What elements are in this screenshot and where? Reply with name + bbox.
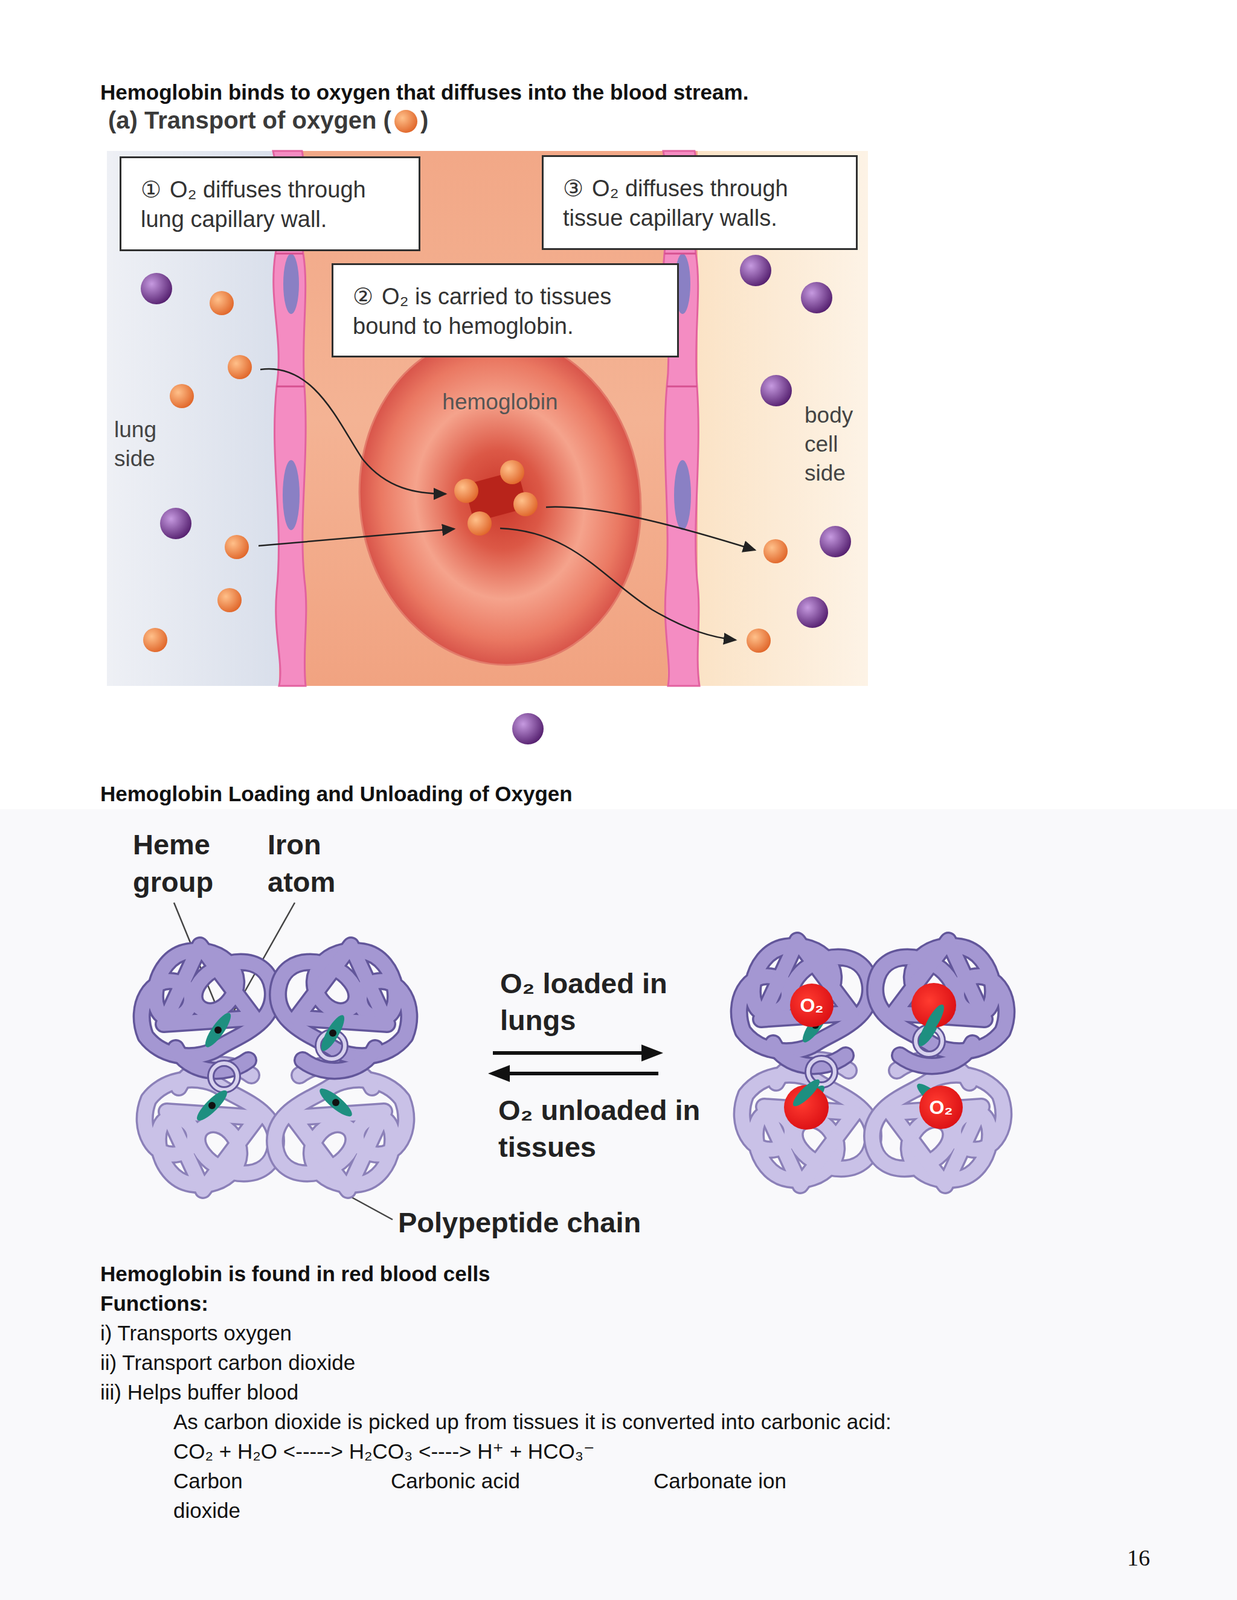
other-molecules	[140, 254, 852, 745]
oxygen-key-dot	[394, 109, 418, 133]
oxygen-shape	[790, 983, 834, 1028]
callout-text: O₂ is carried to tissues bound to hemogl…	[352, 283, 612, 339]
equation-label: Carbonate ion	[653, 1466, 787, 1497]
arrow-label: O₂ unloaded in tissues	[498, 1092, 704, 1166]
page-heading: Hemoglobin binds to oxygen that diffuses…	[100, 77, 749, 107]
oxygen-label: O₂	[789, 983, 835, 1029]
callout-number: ③	[562, 175, 584, 202]
side-label: lung side	[114, 415, 187, 474]
figure-heading: (a) Transport of oxygen (	[108, 105, 392, 136]
oxygen-key-symbol	[392, 106, 420, 134]
part-label: Heme group	[132, 826, 236, 902]
arrow-label: O₂ loaded in lungs	[500, 965, 682, 1039]
list-item: i) Transports oxygen	[100, 1318, 292, 1349]
section-heading: Hemoglobin is found in red blood cells	[100, 1259, 491, 1289]
callout-text: O₂ diffuses through tissue capillary wal…	[562, 175, 789, 231]
oxygen-label: O₂	[918, 1085, 964, 1131]
callout-box: ①O₂ diffuses through lung capillary wall…	[119, 156, 421, 252]
figure-heading: (a) Transport of oxygen ()	[108, 105, 429, 136]
cell-label: hemoglobin	[356, 389, 644, 415]
figure-heading: )	[420, 105, 429, 136]
callout-text: O₂ diffuses through lung capillary wall.	[140, 176, 367, 232]
oxygen-circle: O₂	[789, 983, 835, 1029]
side-label: body cell side	[804, 401, 871, 489]
part-label: Iron atom	[267, 826, 365, 902]
callout-number: ②	[352, 283, 374, 310]
figure-tint	[0, 809, 1237, 1600]
oxygen-shape	[919, 1085, 963, 1130]
section-heading: Hemoglobin Loading and Unloading of Oxyg…	[100, 779, 573, 809]
capillary-background	[106, 151, 868, 687]
list-item: iii) Helps buffer blood	[100, 1377, 299, 1408]
callout-box: ②O₂ is carried to tissues bound to hemog…	[331, 263, 679, 358]
chemical-equation: CO₂ + H₂O <-----> H₂CO₃ <----> H⁺ + HCO₃…	[173, 1436, 595, 1467]
oxygen-circle: O₂	[918, 1085, 964, 1131]
callout-number: ①	[140, 176, 162, 203]
page-number: 16	[1127, 1543, 1151, 1574]
part-label: Polypeptide chain	[398, 1204, 641, 1242]
callout-box: ③O₂ diffuses through tissue capillary wa…	[541, 155, 858, 251]
list-item: ii) Transport carbon dioxide	[100, 1348, 356, 1378]
equation-label: Carbonic acid	[390, 1466, 521, 1497]
body-text: As carbon dioxide is picked up from tiss…	[173, 1407, 892, 1437]
section-heading: Functions:	[100, 1288, 209, 1319]
cell-shape	[356, 331, 644, 669]
equation-label: Carbon dioxide	[173, 1466, 258, 1526]
reaction-arrows	[488, 1044, 664, 1083]
hemoglobin-molecule	[141, 941, 1007, 1191]
